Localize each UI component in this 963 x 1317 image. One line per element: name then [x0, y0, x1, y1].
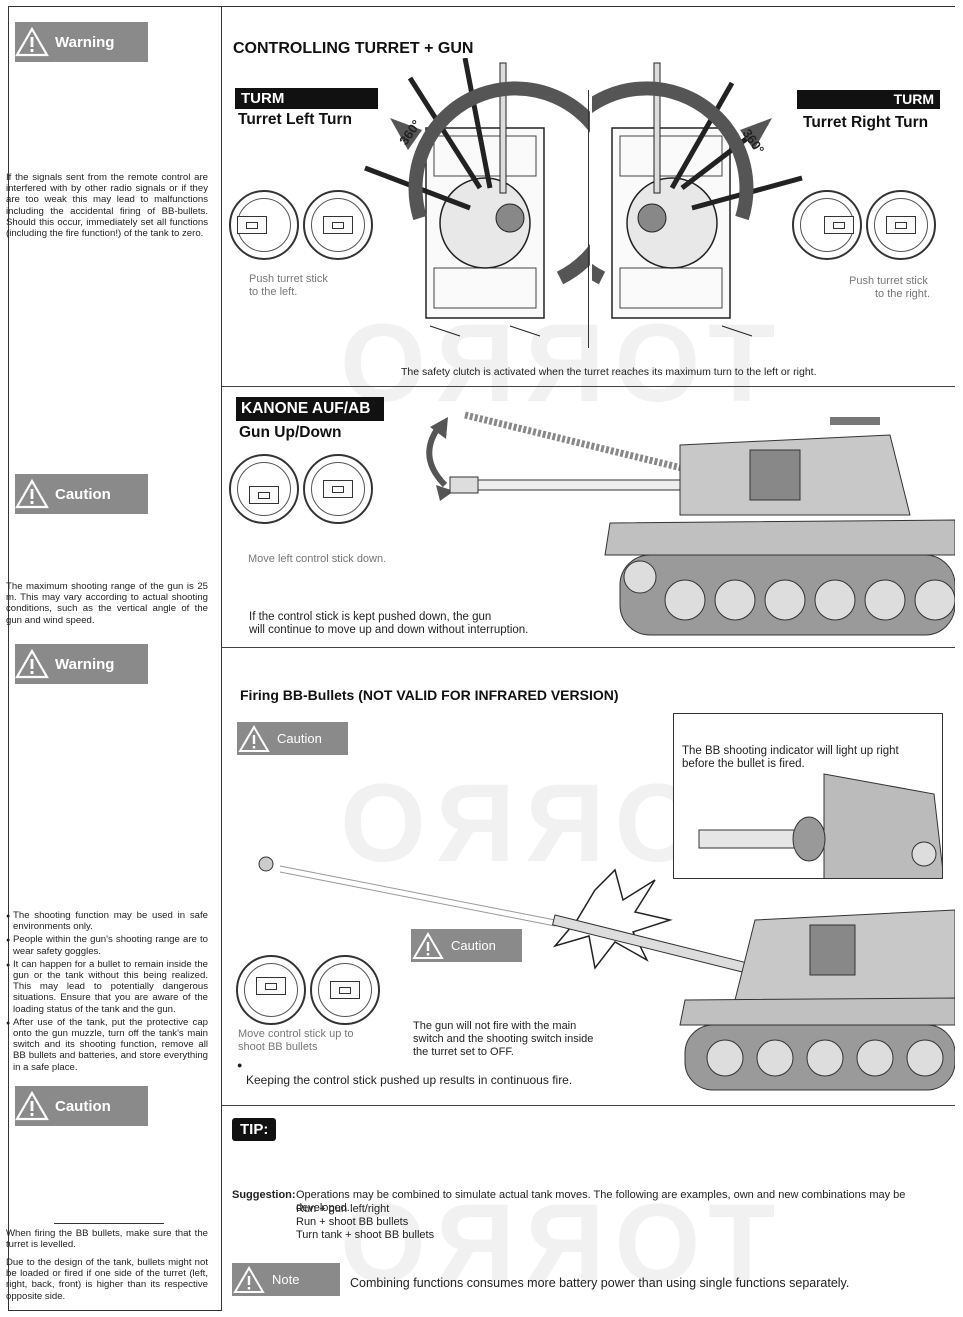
main-switch-caution-text: The gun will not fire with the main swit…	[413, 1020, 594, 1058]
badge-label: Caution	[277, 731, 322, 746]
firing-heading: Firing BB-Bullets (NOT VALID FOR INFRARE…	[240, 687, 619, 703]
badge-label: Caution	[55, 485, 111, 503]
gun-tag: KANONE AUF/AB	[236, 397, 384, 421]
continuous-fire-note: Keeping the control stick pushed up resu…	[246, 1073, 573, 1087]
safety-clutch-note: The safety clutch is activated when the …	[401, 366, 817, 378]
right-control-stick-dial	[866, 190, 936, 260]
section-divider	[222, 1105, 955, 1106]
shooting-range-text: The maximum shooting range of the gun is…	[6, 581, 208, 626]
tank-side-illustration	[426, 411, 955, 636]
left-control-stick-dial	[229, 454, 299, 524]
turret-left-title: Turret Left Turn	[238, 111, 352, 128]
badge-label: Caution	[55, 1097, 111, 1115]
firing-caption: Move control stick up to shoot BB bullet…	[238, 1028, 354, 1053]
turret-right-tag: TURM	[797, 90, 940, 109]
right-control-stick-dial	[310, 955, 380, 1025]
gun-caption: Move left control stick down.	[248, 553, 387, 565]
shooting-indicator-inset: The BB shooting indicator will light up …	[673, 713, 943, 879]
turret-closeup-illustration	[698, 773, 942, 878]
turret-left-tag: TURM	[235, 88, 378, 109]
suggestion-label: Suggestion:	[232, 1189, 296, 1201]
levelled-turret-text: When firing the BB bullets, make sure th…	[6, 1228, 208, 1251]
note-badge: Note	[232, 1263, 340, 1296]
badge-label: Note	[272, 1272, 300, 1287]
warning-icon	[15, 1091, 49, 1121]
left-turn-caption: Push turret stick to the left.	[249, 273, 328, 298]
suggestion-examples: Run + gun left/right Run + shoot BB bull…	[296, 1203, 434, 1242]
divider	[588, 90, 589, 348]
left-control-stick-dial	[229, 190, 299, 260]
badge-label: Warning	[55, 655, 115, 673]
section-heading: CONTROLLING TURRET + GUN	[233, 40, 474, 57]
section-divider	[222, 386, 955, 387]
badge-label: Warning	[55, 33, 115, 51]
bb-firing-illustration	[258, 856, 955, 1091]
warning-icon	[15, 479, 49, 509]
list-item: Turn tank + shoot BB bullets	[296, 1229, 435, 1241]
warning-badge: Warning	[15, 644, 148, 684]
left-control-stick-dial	[236, 955, 306, 1025]
warning-icon	[232, 1265, 266, 1295]
battery-note-text: Combining functions consumes more batter…	[350, 1276, 850, 1290]
caution-badge: Caution	[237, 722, 348, 755]
tip-label: TIP:	[232, 1118, 277, 1141]
caution-badge: Caution	[411, 929, 522, 962]
design-note-text: Due to the design of the tank, bullets m…	[6, 1257, 208, 1302]
instruction-panel	[222, 6, 955, 1311]
divider	[54, 1223, 164, 1224]
right-control-stick-dial	[303, 454, 373, 524]
shooting-safety-list: The shooting function may be used in saf…	[6, 910, 208, 1075]
interference-warning-text: If the signals sent from the remote cont…	[6, 172, 208, 240]
list-item: After use of the tank, put the protectiv…	[6, 1017, 208, 1073]
section-divider	[222, 647, 955, 648]
list-item: The shooting function may be used in saf…	[6, 910, 208, 932]
suggestion-text: Operations may be combined to simulate a…	[296, 1189, 906, 1214]
gun-continuous-note: If the control stick is kept pushed down…	[249, 611, 529, 636]
badge-label: Caution	[451, 938, 496, 953]
warning-icon	[15, 649, 49, 679]
list-item: Run + shoot BB bullets	[296, 1216, 409, 1228]
warning-icon	[237, 724, 271, 754]
caution-badge: Caution	[15, 1086, 148, 1126]
right-control-stick-dial	[303, 190, 373, 260]
inset-text: The BB shooting indicator will light up …	[682, 745, 899, 770]
gun-title: Gun Up/Down	[239, 424, 342, 441]
right-turn-caption: Push turret stick to the right.	[849, 275, 931, 300]
turret-right-turn-illustration: 360°	[592, 62, 803, 337]
bullet-icon: ●	[237, 1060, 243, 1070]
left-control-stick-dial	[792, 190, 862, 260]
warning-icon	[15, 27, 49, 57]
warning-badge: Warning	[15, 22, 148, 62]
list-item: Run + gun left/right	[296, 1203, 390, 1215]
list-item: People within the gun's shooting range a…	[6, 934, 208, 956]
list-item: It can happen for a bullet to remain ins…	[6, 959, 208, 1015]
warning-icon	[411, 931, 445, 961]
caution-badge: Caution	[15, 474, 148, 514]
turret-left-turn-illustration: 360°	[364, 58, 590, 337]
turret-right-title: Turret Right Turn	[803, 114, 929, 131]
